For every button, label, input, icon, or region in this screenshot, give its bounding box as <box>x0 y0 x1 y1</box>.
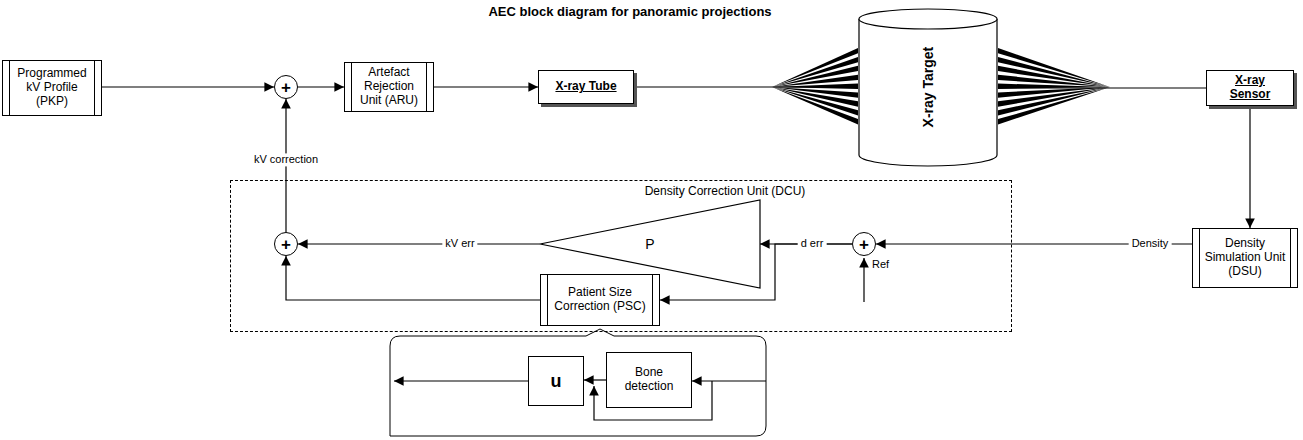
box-label: + <box>281 79 291 96</box>
box-label: Programmed kV Profile (PKP) <box>14 67 90 108</box>
sensor-box: X-ray Sensor <box>1206 70 1294 106</box>
signal-connector <box>634 86 858 87</box>
diagram-title: AEC block diagram for panoramic projecti… <box>380 4 880 19</box>
signal-label: d err <box>798 237 827 250</box>
signal-connector <box>285 99 286 232</box>
signal-connector <box>876 243 1192 244</box>
signal-connector <box>102 86 274 87</box>
signal-label: kV err <box>442 237 477 250</box>
ref-arrow <box>863 258 864 302</box>
box-label: X-ray Tube <box>555 80 616 94</box>
box-label: Density Correction Unit (DCU) <box>645 185 806 199</box>
signal-connector <box>998 87 1206 88</box>
box-label: + <box>281 236 291 253</box>
box-label: X-ray Sensor <box>1218 74 1282 102</box>
detail-input-line <box>692 380 766 381</box>
detail-output-line <box>394 380 528 381</box>
signal-connector <box>298 243 540 244</box>
box-label: u <box>551 371 562 392</box>
box-label: Density Simulation Unit (DSU) <box>1204 237 1286 278</box>
signal-connector <box>298 86 344 87</box>
detail-bracket <box>390 329 766 436</box>
process-box: Bone detection <box>606 352 692 408</box>
signal-connector <box>286 256 540 300</box>
box-label: + <box>859 236 869 253</box>
process-box: Artefact Rejection Unit (ARU) <box>344 62 434 112</box>
dashed-group: Density Correction Unit (DCU) + P + Patient … <box>230 180 1012 332</box>
box-label: Bone detection <box>618 366 680 394</box>
signal-connector <box>584 379 606 380</box>
signal-connector <box>434 86 538 87</box>
tube-box: X-ray Tube <box>538 70 634 104</box>
summing-junction: + <box>852 232 876 256</box>
process-box: Programmed kV Profile (PKP) <box>2 60 102 116</box>
signal-label: kV correction <box>251 153 321 166</box>
signal-connector <box>1249 106 1250 228</box>
summing-junction: + <box>274 232 298 256</box>
process-box: Density Simulation Unit (DSU) <box>1192 228 1298 288</box>
box-label: P <box>645 236 654 252</box>
box-label: X-ray Target <box>920 47 936 128</box>
step-box: u <box>528 356 584 406</box>
box-label: Patient Size Correction (PSC) <box>552 286 648 314</box>
box-label: Artefact Rejection Unit (ARU) <box>356 66 422 107</box>
summing-junction: + <box>274 75 298 99</box>
signal-label: Density <box>1129 237 1172 250</box>
target-cylinder: X-ray Target <box>858 8 998 166</box>
process-box: Patient Size Correction (PSC) <box>540 274 660 326</box>
signal-label: Ref <box>872 258 889 270</box>
